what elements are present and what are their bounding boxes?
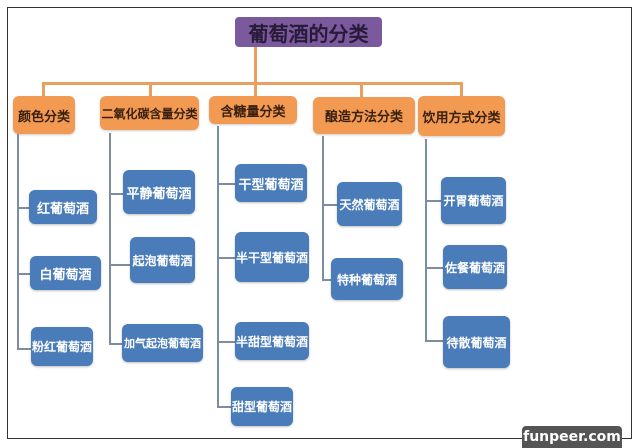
connector <box>217 341 235 343</box>
connector <box>217 126 219 408</box>
diagram-frame <box>7 7 632 439</box>
connector <box>322 204 337 206</box>
category-color: 颜色分类 <box>13 96 75 134</box>
branch-drop <box>42 82 45 96</box>
connector <box>425 139 427 342</box>
leaf-carbonated-wine: 加气起泡葡萄酒 <box>122 324 203 362</box>
branch-drop <box>254 82 257 96</box>
connector <box>109 193 123 195</box>
connector <box>109 264 130 266</box>
connector <box>109 343 122 345</box>
connector <box>17 134 19 350</box>
trunk-line <box>254 47 257 84</box>
connector <box>322 279 331 281</box>
connector <box>17 348 31 350</box>
category-brewing: 酿造方法分类 <box>313 97 415 134</box>
connector <box>217 257 235 259</box>
leaf-natural-wine: 天然葡萄酒 <box>337 182 402 226</box>
leaf-dry-wine: 干型葡萄酒 <box>235 164 307 202</box>
leaf-table-wine: 佐餐葡萄酒 <box>443 245 507 289</box>
connector <box>17 273 30 275</box>
leaf-semi-dry-wine: 半干型葡萄酒 <box>235 232 309 282</box>
watermark: funpeer.com <box>522 426 622 448</box>
leaf-semi-sweet-wine: 半甜型葡萄酒 <box>235 322 309 360</box>
leaf-still-wine: 平静葡萄酒 <box>123 170 195 214</box>
branch-drop <box>149 82 152 96</box>
leaf-sparkling-wine: 起泡葡萄酒 <box>130 237 195 283</box>
connector <box>322 136 324 281</box>
category-co2: 二氧化碳含量分类 <box>100 96 199 130</box>
connector <box>425 267 443 269</box>
branch-bar <box>42 82 463 85</box>
connector <box>109 133 111 345</box>
leaf-sweet-wine: 甜型葡萄酒 <box>231 387 293 426</box>
branch-drop <box>360 82 363 97</box>
leaf-special-wine: 特种葡萄酒 <box>331 258 403 300</box>
connector <box>217 406 231 408</box>
category-drinking: 饮用方式分类 <box>418 96 505 136</box>
root-node: 葡萄酒的分类 <box>235 17 382 47</box>
connector <box>217 183 235 185</box>
connector <box>17 207 29 209</box>
connector <box>425 200 441 202</box>
leaf-red-wine: 红葡萄酒 <box>29 190 97 224</box>
branch-drop <box>460 82 463 96</box>
leaf-white-wine: 白葡萄酒 <box>30 256 101 290</box>
leaf-dessert-wine: 待散葡萄酒 <box>443 316 510 368</box>
leaf-rose-wine: 粉红葡萄酒 <box>31 327 93 366</box>
leaf-aperitif-wine: 开胃葡萄酒 <box>441 177 506 224</box>
connector <box>425 340 443 342</box>
category-sugar: 含糖量分类 <box>209 96 297 124</box>
